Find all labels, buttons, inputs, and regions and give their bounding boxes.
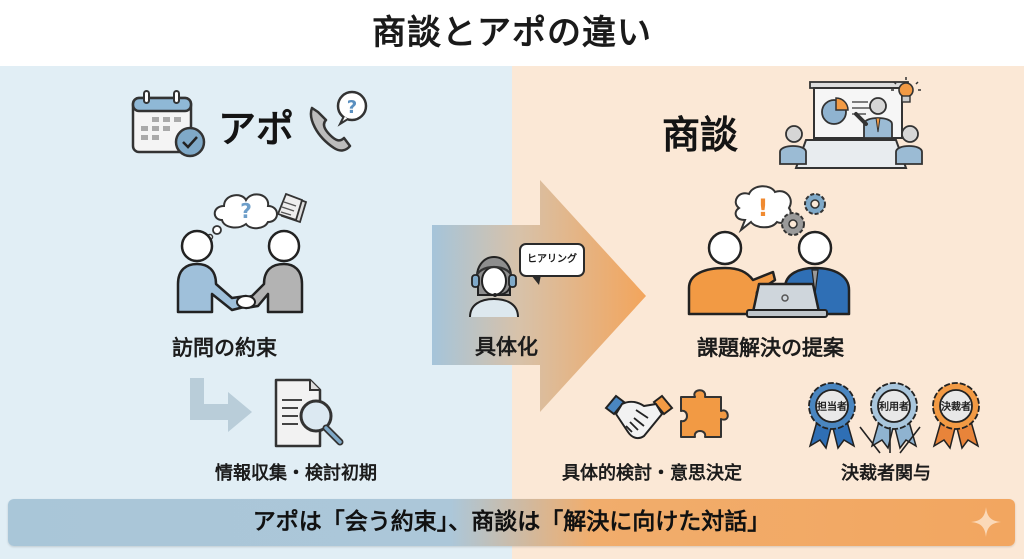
badge-connector-lines — [850, 425, 930, 455]
handshake-icon — [604, 392, 674, 444]
shodan-sub-left-label: 具体的検討・意思決定 — [562, 463, 742, 484]
badge-riyosha: 利用者 — [866, 380, 922, 450]
summary-text: アポは「会う約束」、商談は「解決に向けた対話」 — [252, 509, 771, 535]
shodan-heading: 商談 — [662, 113, 739, 157]
meeting-presentation-icon — [776, 72, 926, 172]
apo-sub-label: 情報収集・検討初期 — [215, 463, 377, 484]
operator-headset-icon — [466, 253, 522, 319]
lightbulb-icon — [889, 76, 923, 110]
phone-question-icon: ? — [300, 88, 370, 158]
right-arrow-icon — [432, 180, 648, 412]
shodan-main-label: 課題解決の提案 — [697, 336, 844, 360]
shodan-sub-right-label: 決裁者関与 — [841, 463, 931, 484]
thought-bubble-exclamation-icon: ! — [734, 185, 792, 234]
thought-bubble-question-icon: ? — [206, 193, 278, 241]
calendar-check-icon — [130, 90, 206, 158]
turn-arrow-icon — [186, 374, 256, 434]
apo-main-label: 訪問の約束 — [172, 336, 277, 360]
svg-text:!: ! — [758, 194, 769, 222]
consultation-laptop-icon: ! — [685, 184, 885, 324]
apo-panel — [0, 66, 512, 559]
svg-text:?: ? — [240, 199, 252, 223]
summary-banner: アポは「会う約束」、商談は「解決に向けた対話」 — [8, 499, 1015, 546]
document-magnifier-icon — [268, 376, 348, 450]
badge-tantosha: 担当者 — [804, 380, 860, 450]
badge-kessaisha: 決裁者 — [928, 380, 984, 450]
document-icon — [276, 192, 308, 224]
svg-text:?: ? — [347, 97, 357, 118]
hearing-speech-bubble: ヒアリング — [519, 243, 585, 285]
apo-heading: アポ — [218, 107, 295, 151]
puzzle-piece-icon — [677, 385, 733, 445]
page-title: 商談とアポの違い — [0, 0, 1024, 66]
svg-text:担当者: 担当者 — [817, 400, 847, 413]
svg-text:利用者: 利用者 — [879, 400, 909, 413]
handshake-people-icon: ? — [172, 186, 322, 326]
svg-text:決裁者: 決裁者 — [941, 400, 971, 413]
concretize-label: 具体化 — [475, 335, 538, 359]
gears-icon — [781, 193, 826, 236]
sparkle-icon — [971, 507, 1001, 537]
